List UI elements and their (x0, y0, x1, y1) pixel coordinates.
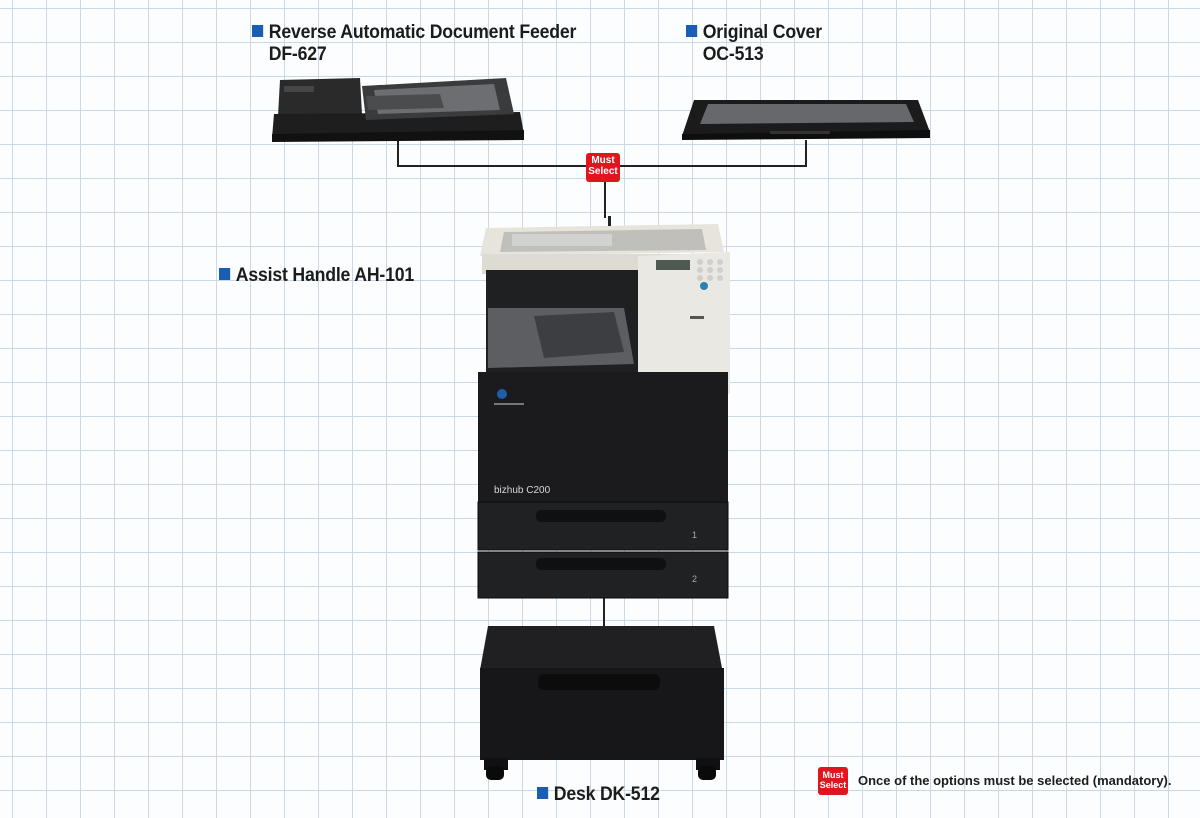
connector-line (604, 180, 606, 218)
bullet-square-icon (252, 25, 264, 37)
bullet-square-icon (537, 787, 549, 799)
cover-model: OC-513 (702, 44, 764, 65)
handle-label: Assist Handle AH-101 (219, 265, 414, 287)
adf-label: Reverse Automatic Document Feeder DF-627 (252, 22, 576, 66)
desk-name: Desk DK-512 (553, 784, 660, 805)
cover-label: Original Cover OC-513 (686, 22, 822, 66)
bullet-square-icon (219, 268, 231, 280)
desk-image (480, 626, 724, 780)
connector-line (397, 140, 399, 167)
legend-must-select-badge: Must Select (818, 767, 848, 795)
must-select-badge: Must Select (586, 153, 620, 182)
adf-image (272, 78, 524, 142)
badge-line1: Must (591, 155, 615, 166)
brand-text: bizhub C200 (494, 485, 551, 496)
mfp-image: bizhub C200 1 2 (477, 216, 730, 599)
bullet-square-icon (686, 25, 698, 37)
legend-badge-line1: Must (822, 770, 844, 780)
tray2-number: 2 (692, 574, 697, 584)
badge-line2: Select (588, 166, 618, 177)
handle-name: Assist Handle AH-101 (235, 265, 415, 286)
tray1-number: 1 (692, 530, 697, 540)
connector-line (805, 140, 807, 167)
adf-model: DF-627 (268, 44, 327, 65)
cover-image (682, 100, 930, 140)
legend-text: Once of the options must be selected (ma… (858, 773, 1172, 788)
cover-name: Original Cover (702, 22, 822, 43)
connector-line (603, 592, 605, 628)
legend-badge-line2: Select (819, 780, 847, 790)
desk-label: Desk DK-512 (537, 784, 660, 806)
adf-name: Reverse Automatic Document Feeder (268, 22, 577, 43)
